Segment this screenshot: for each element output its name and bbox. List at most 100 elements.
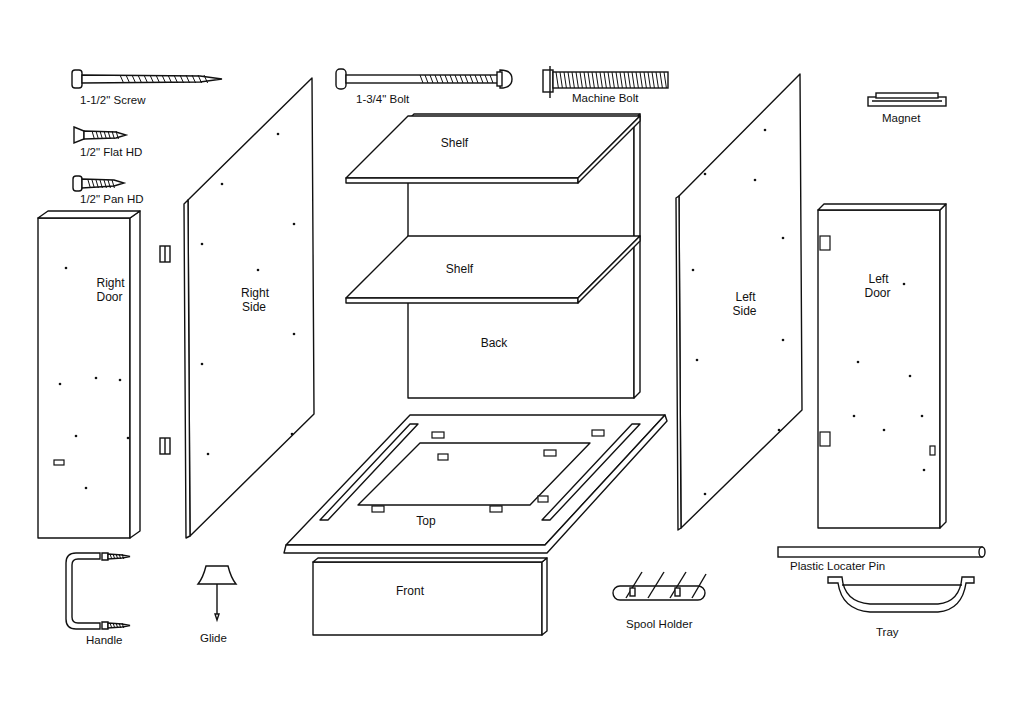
part-callout: Tray (876, 626, 899, 638)
bolt-thread (455, 75, 458, 83)
handle (102, 553, 108, 560)
bolt-thread (640, 72, 642, 88)
screw-hole (65, 267, 68, 270)
part-label-box: Right Door (85, 276, 135, 304)
pan-head-screw (82, 179, 124, 188)
bolt-thread (648, 72, 650, 88)
screw-threads (88, 72, 666, 628)
bolt-thread (435, 75, 438, 83)
screw-hole (293, 333, 296, 336)
part-callout: Handle (86, 634, 122, 646)
screw-hole (59, 383, 62, 386)
handle (66, 553, 100, 629)
panel-face (818, 210, 940, 528)
bolt-thread (425, 75, 428, 83)
panel-face (358, 443, 590, 505)
panel-face (542, 424, 640, 520)
screw-hole (778, 429, 781, 432)
magnet (876, 93, 938, 98)
hinge (160, 438, 170, 454)
screw-hole (75, 435, 78, 438)
panel-face (818, 204, 946, 210)
screw-thread (204, 75, 208, 83)
bolt-thread (445, 75, 448, 83)
bracket (930, 446, 935, 455)
hinge (164, 246, 165, 262)
screw-thread (116, 131, 118, 139)
panel-face (346, 178, 578, 183)
bolt-thread (612, 72, 614, 88)
screw-hole (923, 469, 926, 472)
panel-face (940, 204, 946, 528)
bolt-thread (420, 75, 423, 83)
panel-face (38, 218, 130, 538)
bolt-thread (480, 75, 483, 83)
screw-thread (144, 75, 148, 83)
screw-hole (704, 173, 707, 176)
screw-thread (119, 623, 121, 628)
glide (198, 566, 236, 620)
part-name: Left Door (864, 272, 891, 300)
pan-head-screw (73, 176, 82, 191)
screw-thread (116, 554, 118, 559)
bolt-thread (604, 72, 606, 88)
bolt-thread (620, 72, 622, 88)
handle (108, 623, 130, 628)
bolt-thread (485, 75, 488, 83)
screw-hole (857, 361, 860, 364)
hinge (160, 246, 170, 262)
bolt-thread (470, 75, 473, 83)
screw-thread (92, 180, 94, 188)
part-callout: Machine Bolt (572, 92, 638, 104)
spool-holder (675, 588, 680, 596)
part-callout-box: 1-1/2" Screw (80, 94, 145, 106)
part-label-box: Left Door (858, 272, 898, 300)
spool-holder (670, 572, 686, 598)
screw-thread (112, 131, 114, 139)
carriage-bolt (336, 69, 512, 89)
panel-face (184, 200, 190, 538)
magnet (872, 100, 942, 101)
bolt-thread (465, 75, 468, 83)
tray (828, 577, 974, 612)
door-panel: Left Door (814, 200, 950, 534)
screw-hole (921, 415, 924, 418)
bolt-thread (644, 72, 646, 88)
part-callout: 1/2" Flat HD (80, 146, 142, 158)
screw-hole (119, 379, 122, 382)
part-name: Right Side (240, 286, 269, 314)
screw-thread (104, 180, 106, 188)
wood-screw (72, 70, 222, 88)
wood-screw (82, 75, 222, 83)
bolt-thread (568, 72, 570, 88)
spool-holder (630, 588, 635, 596)
panel-face (284, 415, 667, 553)
part-label-box: Back (474, 336, 514, 350)
part-callout-box: 1/2" Flat HD (80, 146, 142, 158)
screw-hole (764, 129, 767, 132)
panel-face (679, 74, 802, 528)
screw-thread (150, 75, 154, 83)
glide (215, 614, 219, 620)
screw-hole (754, 179, 757, 182)
bolt-thread (490, 75, 493, 83)
magnet (868, 93, 946, 106)
bolt-thread (564, 72, 566, 88)
door-panel-outline (814, 200, 950, 534)
top-frame-outline (280, 408, 672, 558)
hinge (164, 438, 165, 454)
screw-thread (122, 623, 124, 628)
bracket (372, 506, 384, 512)
bracket (432, 432, 444, 438)
handle (102, 622, 108, 629)
bolt-thread (430, 75, 433, 83)
part-name: Top (415, 514, 436, 528)
shelf-panel: Shelf (342, 230, 646, 308)
bolt-thread (600, 72, 602, 88)
flat-head-screw (74, 127, 84, 143)
screw-thread (110, 623, 112, 628)
hinge (160, 246, 170, 454)
bolt-thread (588, 72, 590, 88)
screw-thread (119, 554, 121, 559)
panel-face (313, 558, 547, 562)
